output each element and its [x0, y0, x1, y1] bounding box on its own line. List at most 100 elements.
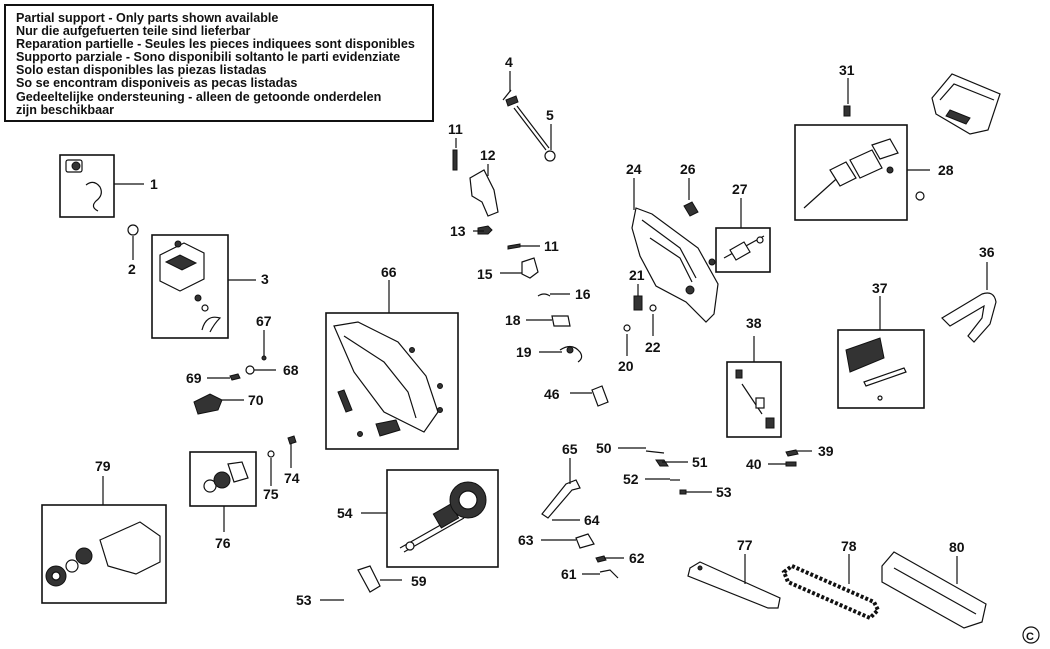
part-11-screw	[452, 149, 521, 250]
part-46-drawing	[591, 385, 609, 407]
part-31-screw	[843, 105, 851, 117]
part-54-gear	[399, 481, 487, 553]
label-part-1: 1	[150, 176, 158, 192]
part-74-drawing	[287, 435, 297, 445]
label-part-40: 40	[746, 456, 762, 472]
label-part-63: 63	[518, 532, 534, 548]
label-part-61: 61	[561, 566, 577, 582]
label-part-74: 74	[284, 470, 300, 486]
part-27-armature	[723, 235, 765, 261]
label-part-70: 70	[248, 392, 264, 408]
notice-line-it: Supporto parziale - Sono disponibili sol…	[16, 50, 401, 65]
copyright-mark-letter: C	[1026, 631, 1034, 643]
label-part-39: 39	[818, 443, 834, 459]
label-part-46: 46	[544, 386, 560, 402]
part-28-washer	[915, 191, 925, 201]
part-18-drawing	[551, 315, 571, 327]
part-top-cap	[931, 73, 1001, 135]
label-part-52: 52	[623, 471, 639, 487]
label-part-69: 69	[186, 370, 202, 386]
label-part-11-mid: 11	[544, 238, 559, 254]
part-79-drawing	[45, 521, 161, 587]
label-part-76: 76	[215, 535, 231, 551]
label-part-36: 36	[979, 244, 995, 260]
part-50-drawing	[645, 450, 665, 454]
label-part-19: 19	[516, 344, 532, 360]
part-61-drawing	[599, 569, 619, 579]
label-part-77: 77	[737, 537, 753, 553]
label-part-3: 3	[261, 271, 269, 287]
part-22-drawing	[649, 304, 657, 312]
label-part-51: 51	[692, 454, 708, 470]
part-15-drawing	[521, 257, 539, 279]
label-part-80: 80	[949, 539, 965, 555]
label-part-66: 66	[381, 264, 397, 280]
part-39-drawing	[785, 449, 799, 457]
label-part-13: 13	[450, 223, 466, 239]
notice-line-pt: So se encontram disponiveis as pecas lis…	[16, 76, 298, 91]
part-51-drawing	[655, 459, 669, 467]
part-19-drawing	[559, 345, 583, 363]
label-part-28: 28	[938, 162, 954, 178]
label-part-11-top: 11	[448, 121, 463, 137]
part-2-ring	[127, 224, 139, 236]
part-38-drawing	[735, 369, 775, 429]
leader-lines	[102, 71, 988, 601]
label-part-21: 21	[629, 267, 645, 283]
label-part-54: 54	[337, 505, 353, 521]
part-20-drawing	[623, 324, 631, 332]
part-21-drawing	[633, 295, 643, 311]
label-part-20: 20	[618, 358, 634, 374]
notice-line-nl-cont: zijn beschikbaar	[16, 102, 114, 117]
notice-line-es: Solo estan disponibles las piezas listad…	[16, 63, 267, 78]
part-65-drawing	[541, 479, 581, 519]
label-part-68: 68	[283, 362, 299, 378]
part-68-drawing	[245, 365, 255, 375]
label-part-15: 15	[477, 266, 493, 282]
label-part-26: 26	[680, 161, 696, 177]
part-80-bar-cover	[881, 551, 987, 629]
label-part-64: 64	[584, 512, 600, 528]
part-75-drawing	[267, 450, 275, 458]
label-part-65: 65	[562, 441, 578, 457]
part-37-drawing	[845, 337, 907, 401]
part-13-drawing	[477, 225, 493, 235]
part-36-handle	[941, 292, 997, 343]
notice-line-en: Partial support - Only parts shown avail…	[16, 11, 279, 25]
label-part-24: 24	[626, 161, 642, 177]
label-part-12: 12	[480, 147, 496, 163]
label-part-59: 59	[411, 573, 427, 589]
part-70-drawing	[193, 393, 223, 415]
label-part-75: 75	[263, 486, 279, 502]
part-12-switch	[469, 169, 499, 217]
notice-line-fr: Reparation partielle - Seules les pieces…	[16, 37, 415, 52]
part-66-housing	[333, 321, 443, 437]
part-59-drawing	[357, 565, 381, 593]
part-53-drawing	[679, 489, 687, 495]
part-40-drawing	[785, 461, 797, 467]
label-part-22: 22	[645, 339, 661, 355]
part-69-drawing	[229, 373, 241, 381]
part-3-drawing	[159, 240, 222, 333]
notice-line-de: Nur die aufgefuerten teile sind lieferba…	[16, 24, 251, 39]
label-part-18: 18	[505, 312, 521, 328]
part-63-drawing	[575, 533, 595, 549]
part-28-motor	[803, 138, 899, 209]
part-77-guide-bar	[687, 561, 781, 609]
label-part-50: 50	[596, 440, 612, 456]
label-part-78: 78	[841, 538, 857, 554]
label-part-38: 38	[746, 315, 762, 331]
part-67-drawing	[261, 355, 267, 361]
label-part-2: 2	[128, 261, 136, 277]
part-78-chain	[781, 563, 881, 621]
label-part-31: 31	[839, 62, 855, 78]
label-part-53-left: 53	[296, 592, 312, 608]
part-16-drawing	[537, 293, 551, 297]
label-part-4: 4	[505, 54, 513, 70]
label-part-62: 62	[629, 550, 645, 566]
notice-line-nl: Gedeeltelijke ondersteuning - alleen de …	[16, 89, 382, 104]
label-part-5: 5	[546, 107, 554, 123]
part-4-5-drawing	[502, 89, 556, 162]
part-1-drawing	[65, 159, 102, 212]
